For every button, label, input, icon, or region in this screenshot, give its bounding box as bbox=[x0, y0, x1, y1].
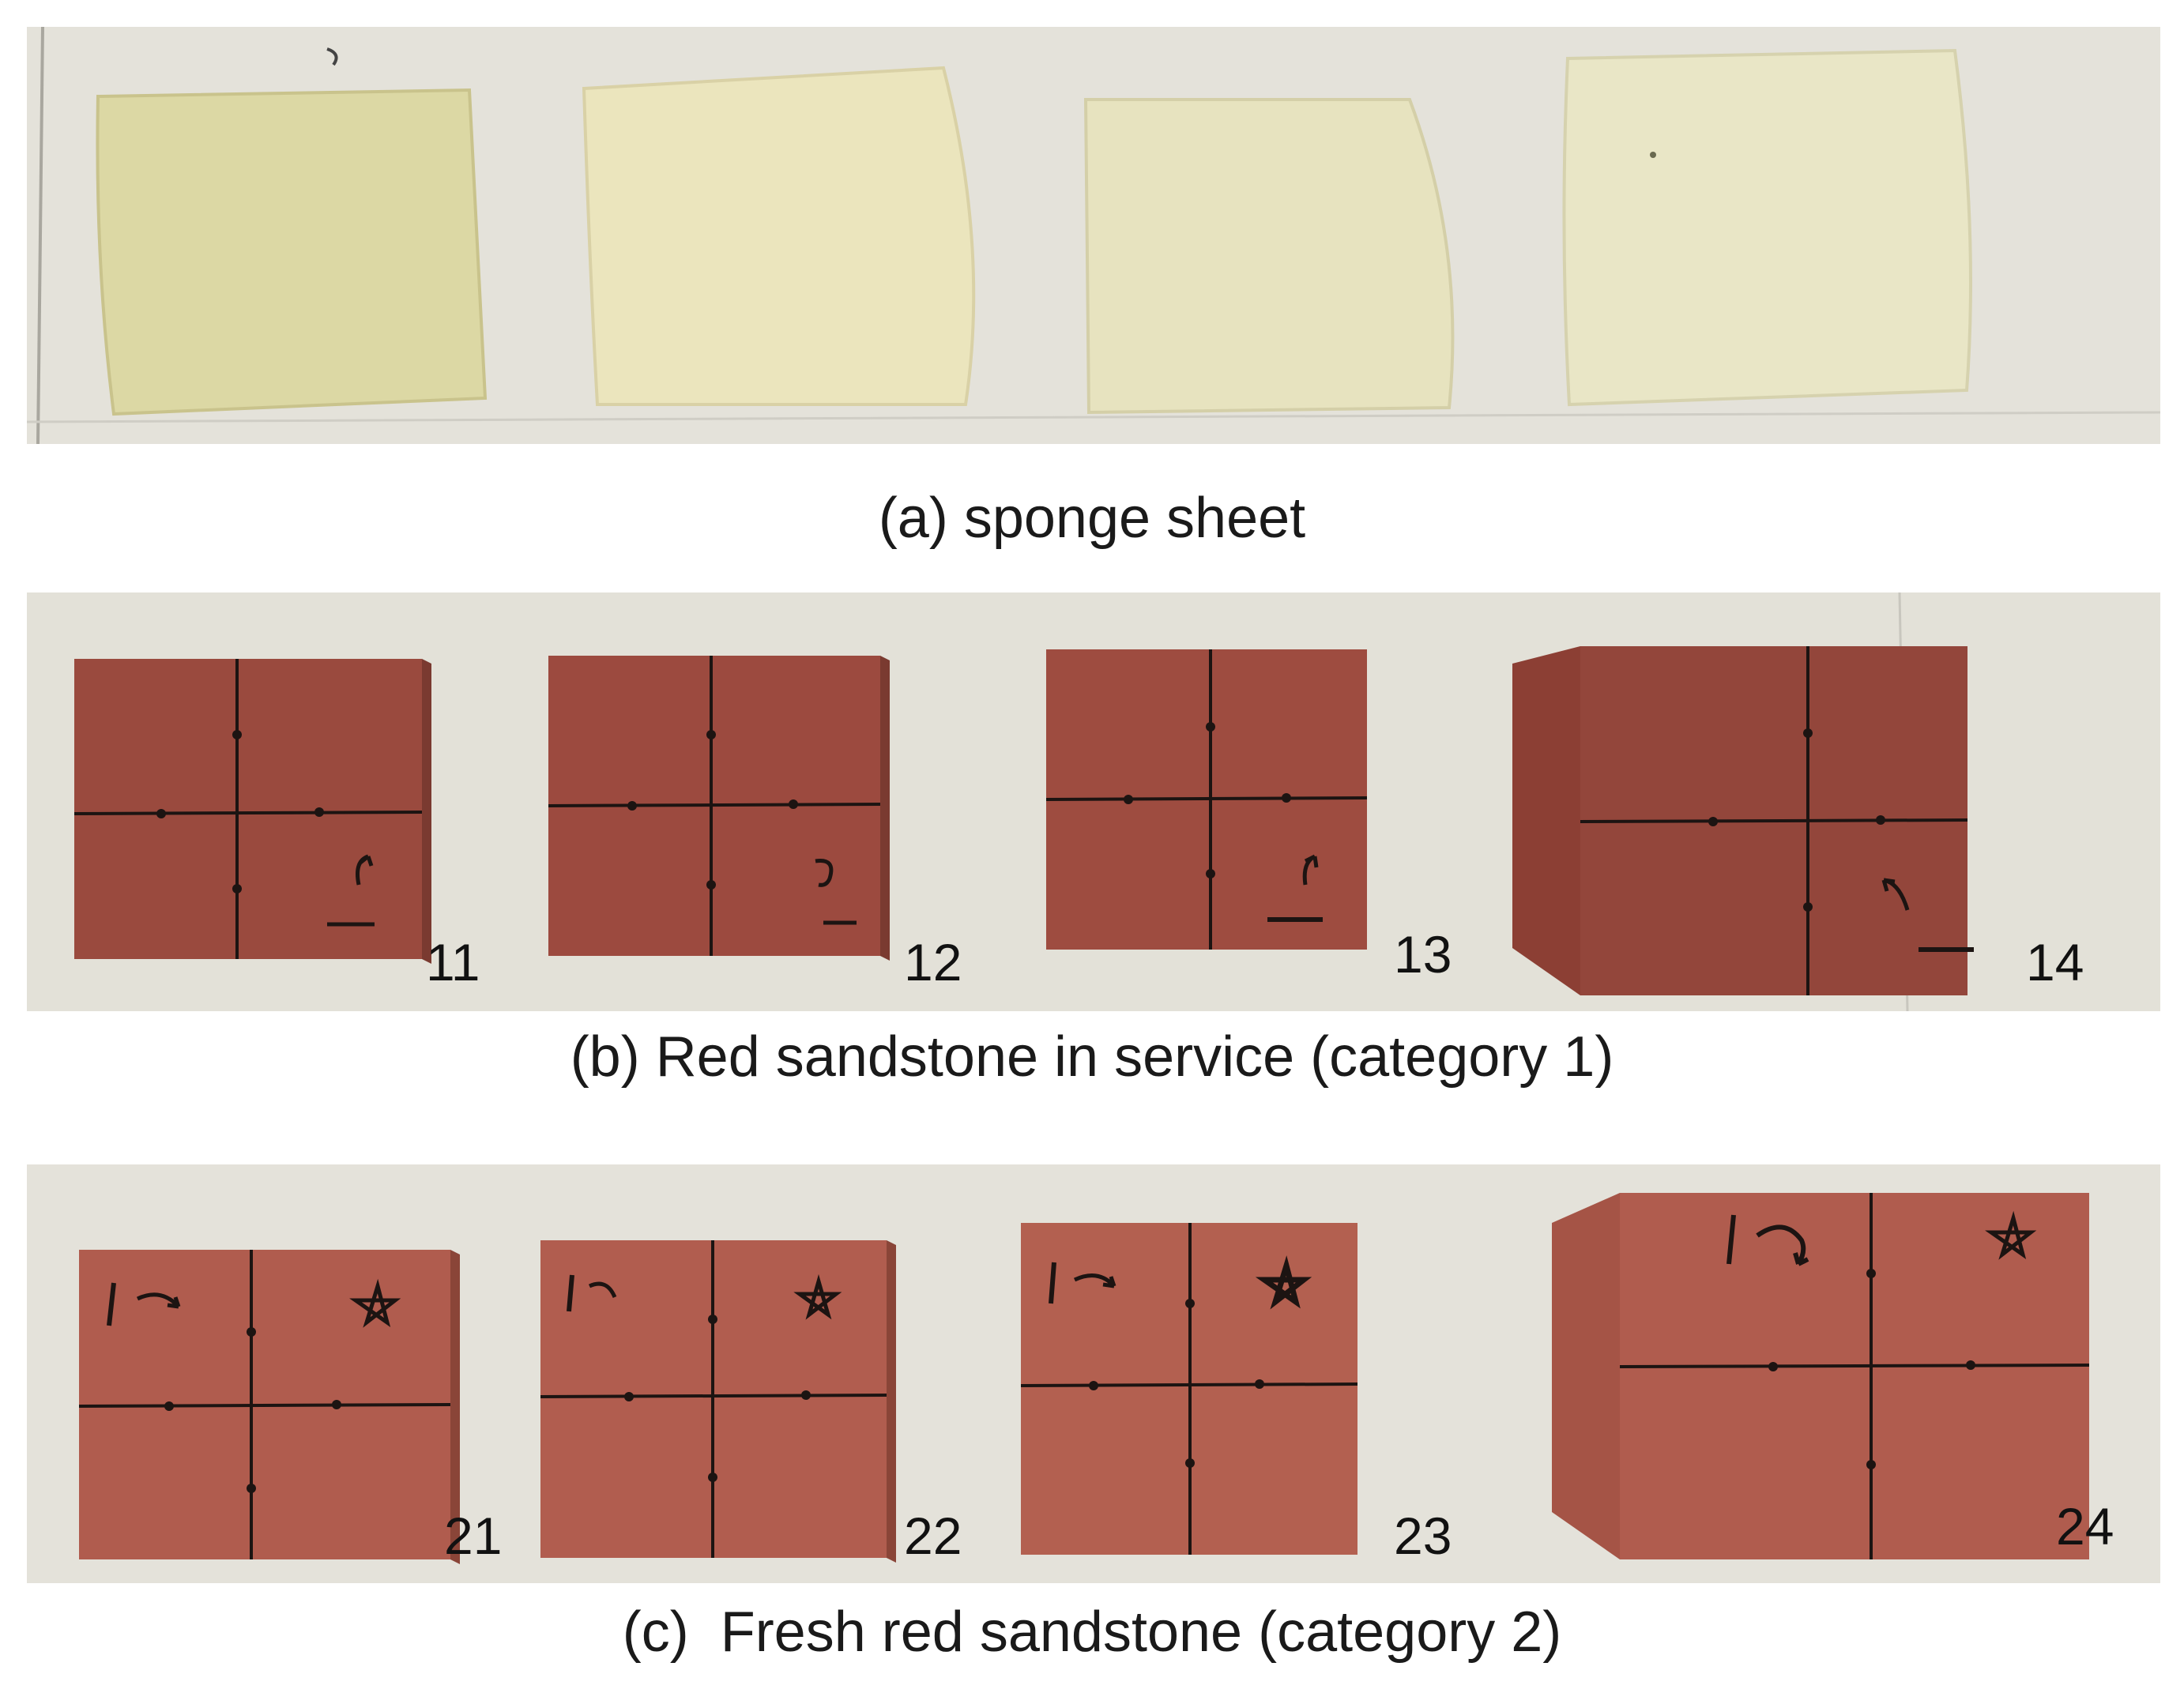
sandstone-specimen bbox=[78, 1250, 460, 1564]
specimen-label: 14 bbox=[2026, 933, 2084, 991]
sandstone-specimen bbox=[73, 659, 431, 964]
photo-fresh-red-sandstone: 21 22 23 24 bbox=[27, 1164, 2160, 1583]
sandstone-specimen bbox=[1552, 1193, 2090, 1559]
sandstone-specimen bbox=[548, 656, 890, 961]
specimen-label: 11 bbox=[426, 933, 480, 991]
specimen-label: 23 bbox=[1394, 1507, 1452, 1565]
caption-c: (c) Fresh red sandstone (category 2) bbox=[622, 1601, 1562, 1664]
caption-b: (b) Red sandstone in service (category 1… bbox=[570, 1025, 1614, 1089]
specimen-label: 12 bbox=[904, 933, 962, 991]
photo-red-sandstone-in-service: 11 12 13 14 bbox=[27, 592, 2160, 1011]
sponge-sheet bbox=[1562, 48, 1972, 407]
photo-sponge-sheets bbox=[27, 27, 2160, 444]
specimen-label: 21 bbox=[444, 1507, 503, 1565]
sandstone-specimen bbox=[1045, 649, 1368, 950]
sandstone-specimen bbox=[1512, 646, 1974, 995]
sponge-sheet bbox=[1083, 98, 1455, 415]
sandstone-specimen bbox=[1020, 1223, 1358, 1555]
caption-a: (a) sponge sheet bbox=[878, 487, 1306, 550]
specimen-label: 24 bbox=[2056, 1497, 2114, 1555]
sponge-sheet bbox=[96, 88, 488, 416]
specimen-label: 22 bbox=[904, 1507, 962, 1565]
specimen-label: 13 bbox=[1394, 925, 1452, 984]
sandstone-specimen bbox=[540, 1240, 896, 1563]
sponge-sheet bbox=[582, 66, 976, 406]
